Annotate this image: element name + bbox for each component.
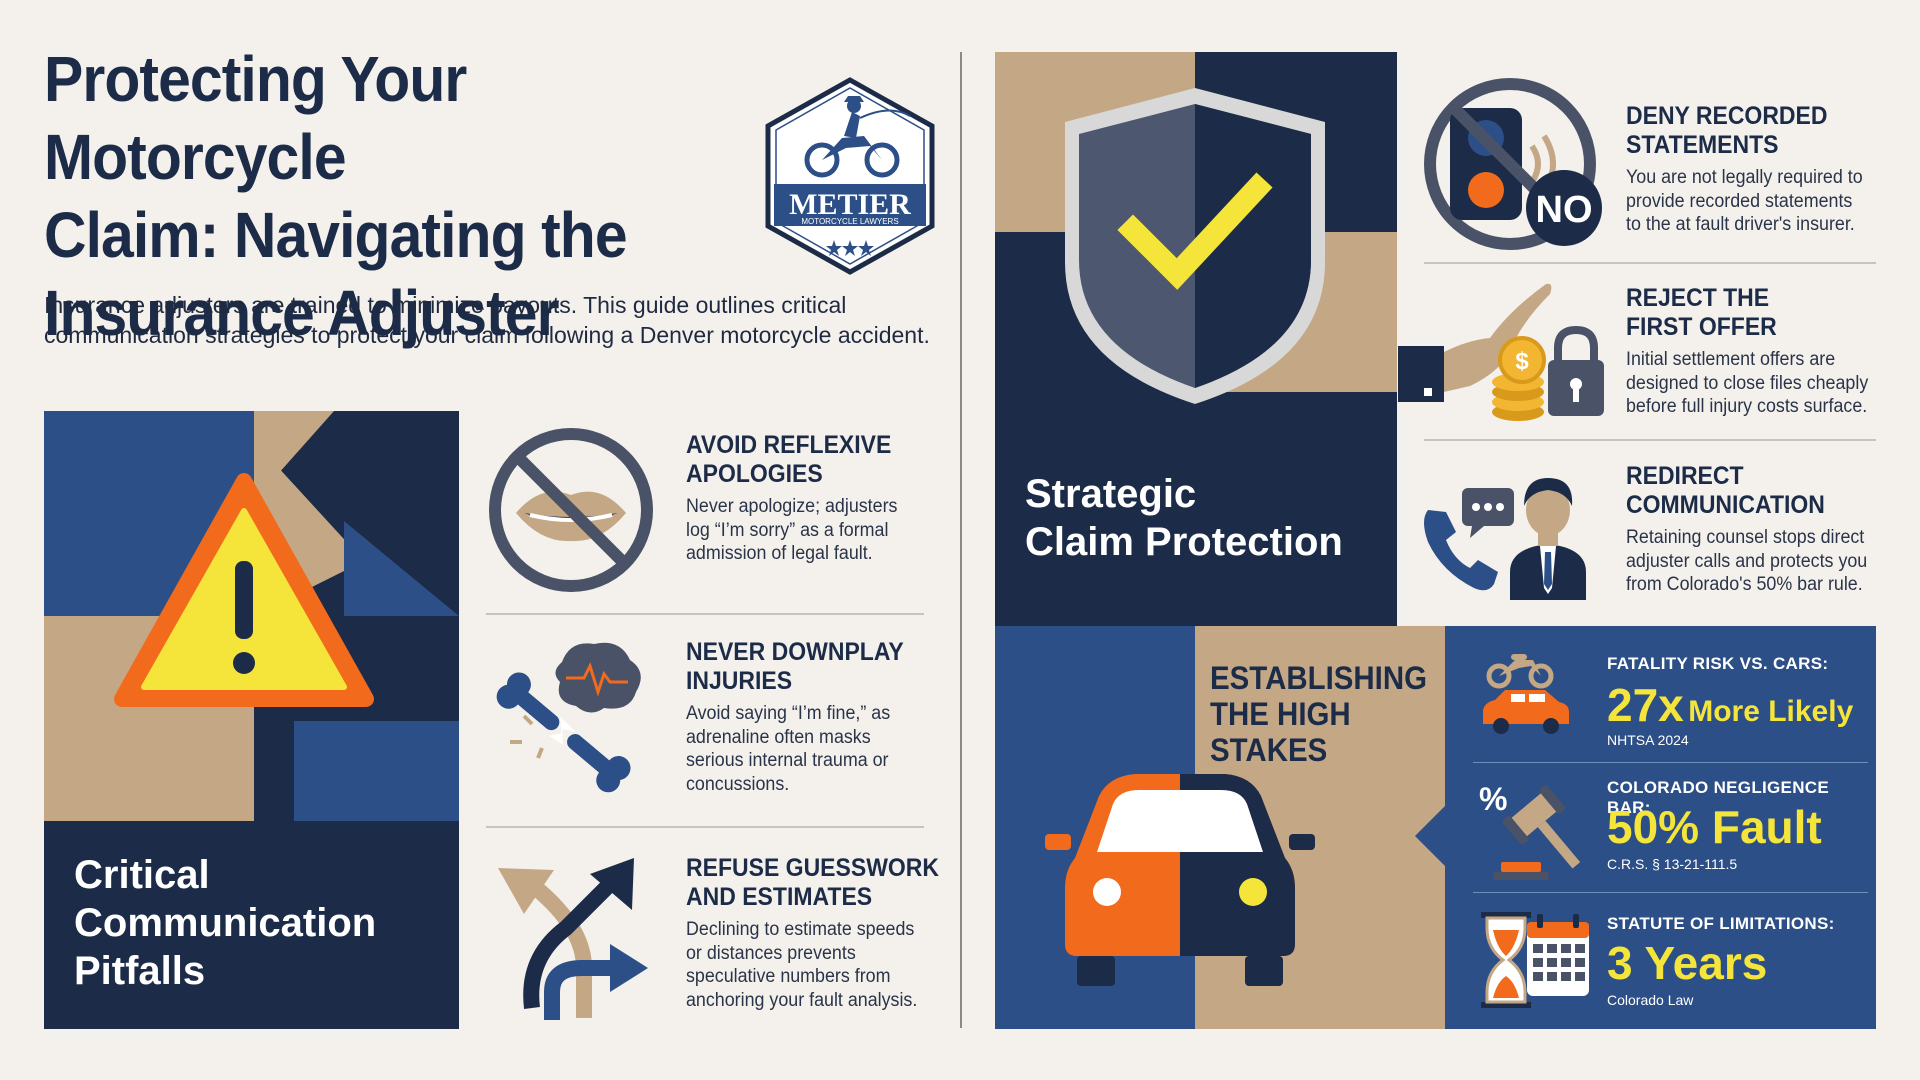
protection-heading: DENY RECORDED STATEMENTS <box>1626 102 1828 159</box>
intro-text: Insurance adjusters are trained to minim… <box>44 292 930 348</box>
stat-source: C.R.S. § 13-21-111.5 <box>1607 856 1738 872</box>
star-icon <box>826 240 874 256</box>
pitfall-heading: REFUSE GUESSWORK AND ESTIMATES <box>686 854 940 911</box>
svg-text:%: % <box>1479 781 1507 817</box>
hourglass-calendar-icon <box>1475 908 1595 1018</box>
no-lips-icon <box>486 425 656 595</box>
protection-heading: REJECT THE FIRST OFFER <box>1626 284 1777 341</box>
broken-bone-brain-icon <box>480 632 650 802</box>
hand-coins-lock-icon: $ <box>1398 280 1608 430</box>
divider <box>1424 439 1876 441</box>
protection-caption: Strategic Claim Protection <box>1025 472 1343 564</box>
protection-body: Initial settlement offers are designed t… <box>1626 349 1869 417</box>
phone-lawyer-icon <box>1418 460 1618 610</box>
protection-body: Retaining counsel stops direct adjuster … <box>1626 527 1868 595</box>
stat-label: STATUTE OF LIMITATIONS: <box>1607 914 1835 933</box>
stat-item: STATUTE OF LIMITATIONS: 3 Years Colorado… <box>1475 902 1865 1022</box>
stat-label: COLORADO NEGLIGENCE BAR: <box>1607 778 1829 817</box>
stat-value: 3 Years <box>1607 937 1768 989</box>
protection-heading: REDIRECT COMMUNICATION <box>1626 462 1825 519</box>
page-title: Protecting Your Motorcycle Claim: Naviga… <box>44 43 628 349</box>
stat-source: Colorado Law <box>1607 992 1694 1008</box>
car-front-icon <box>1045 774 1315 986</box>
stat-value: 27x More Likely <box>1607 679 1854 731</box>
motorcycle-car-icon <box>1475 646 1575 746</box>
pitfalls-panel: Critical Communication Pitfalls <box>44 411 459 1029</box>
pitfalls-caption: Critical Communication Pitfalls <box>74 853 377 993</box>
pitfall-body: Declining to estimate speeds or distance… <box>686 919 918 1011</box>
no-recording-icon: NO <box>1420 74 1606 260</box>
protection-panel: Strategic Claim Protection <box>995 52 1397 626</box>
logo-name: METIER <box>789 188 911 221</box>
no-badge: NO <box>1536 189 1593 231</box>
logo-tagline: MOTORCYCLE LAWYERS <box>801 217 898 226</box>
stat-item: FATALITY RISK VS. CARS: 27x More Likely … <box>1475 644 1865 754</box>
divider <box>486 613 924 615</box>
pitfall-heading: NEVER DOWNPLAY INJURIES <box>686 638 904 695</box>
gavel-percent-icon: % <box>1475 776 1585 886</box>
stat-label: FATALITY RISK VS. CARS: <box>1607 654 1829 673</box>
divider <box>1424 262 1876 264</box>
stat-item: % COLORADO NEGLIGENCE BAR: 50% Fault C.R… <box>1475 772 1865 882</box>
shield-check-icon <box>1065 88 1325 404</box>
diverging-arrows-icon <box>486 848 656 1020</box>
stat-value: 50% Fault <box>1607 801 1822 853</box>
metier-logo: METIER MOTORCYCLE LAWYERS <box>760 76 940 276</box>
pitfall-heading: AVOID REFLEXIVE APOLOGIES <box>686 431 892 488</box>
stakes-title: ESTABLISHING THE HIGH STAKES <box>1210 660 1427 768</box>
motorcycle-rider-badge-icon <box>804 96 911 178</box>
stakes-panel: ESTABLISHING THE HIGH STAKES FATALITY RI… <box>995 626 1876 1029</box>
center-divider <box>960 52 962 1028</box>
pitfall-body: Avoid saying “I’m fine,” as adrenaline o… <box>686 703 891 795</box>
svg-text:$: $ <box>1515 348 1529 375</box>
warning-triangle-icon <box>114 473 374 707</box>
divider <box>1473 892 1868 893</box>
stat-source: NHTSA 2024 <box>1607 732 1689 748</box>
protection-body: You are not legally required to provide … <box>1626 167 1863 235</box>
pitfall-body: Never apologize; adjusters log “I’m sorr… <box>686 496 898 564</box>
divider <box>1473 762 1868 763</box>
divider <box>486 826 924 828</box>
